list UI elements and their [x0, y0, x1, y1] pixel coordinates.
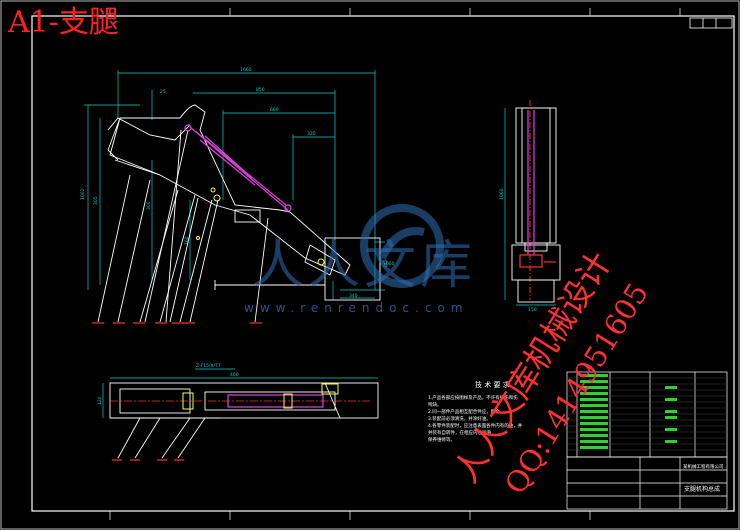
dim-left: 305: [93, 196, 99, 205]
dim-300: 300: [146, 201, 152, 210]
company-name: 某机械工程有限公司: [683, 463, 724, 470]
dim-1660: 1660: [240, 67, 252, 73]
dim-142: 142: [383, 259, 389, 268]
tech-note-line: 3.装配前必须清洗，并涂好油。: [428, 415, 491, 422]
dim-340: 340: [349, 293, 358, 299]
dim-1000: 1000: [383, 261, 395, 267]
tech-note-line: 1.产品各部应按图样及产品，不许有损伤和伤: [428, 394, 518, 401]
tech-note-line: 4.各零件装配时，应注意表面各件内有的油，并: [428, 422, 523, 429]
zone-ticks: [109, 8, 681, 520]
dim-850: 850: [256, 87, 265, 93]
dim-160: 160: [184, 236, 190, 245]
plan-view: Z-F15/X/77 460 120: [97, 363, 379, 461]
watermark-logo: [360, 204, 444, 288]
tech-notes-title: 技 术 要 求: [475, 380, 510, 389]
dim-side-height: 1060: [499, 188, 505, 200]
tech-note-line: 保养维修等。: [428, 436, 455, 443]
tech-note-line: 并装有自转件，在相应内位润滑: [428, 429, 491, 436]
watermark-brand: 人人文库: [252, 236, 477, 296]
front-view: 1660 850 680 320 25 1002 305 300 160 142…: [80, 67, 395, 324]
dim-25: 25: [160, 89, 166, 95]
dim-1002: 1002: [80, 188, 86, 200]
dim-320: 320: [307, 131, 316, 137]
sheet-label: A1-支腿: [8, 5, 119, 40]
dim-plan-width: 120: [97, 396, 103, 405]
drawing-title: 支腿机构总成: [684, 485, 720, 493]
title-block: 某机械工程有限公司 支腿机构总成: [566, 371, 728, 510]
dim-side-width: 150: [528, 307, 537, 313]
dim-plan-length: 460: [230, 372, 239, 378]
watermark-url: www.renrendoc.com: [244, 301, 469, 315]
tech-notes: 技 术 要 求 1.产品各部应按图样及产品，不许有损伤和伤 残缺。 2.同一部件…: [428, 380, 523, 443]
tech-note-line: 2.同一部件产品相互配合件应，配合。: [428, 408, 504, 415]
dim-680: 680: [270, 107, 279, 113]
tech-note-line: 残缺。: [428, 401, 442, 408]
plan-section-label: Z-F15/X/77: [196, 363, 221, 369]
side-view: 1060 150: [499, 100, 561, 313]
